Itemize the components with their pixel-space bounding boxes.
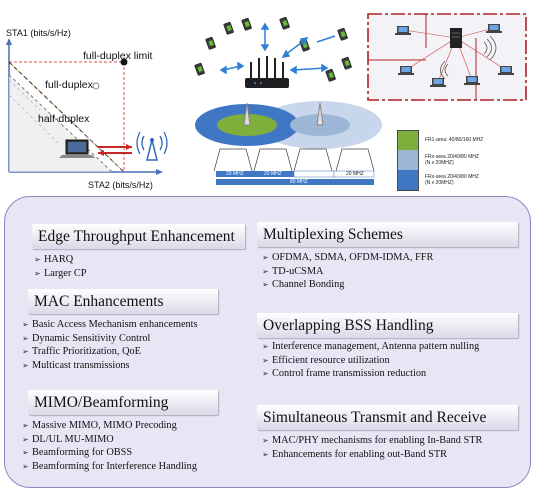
list-item: Enhancements for enabling out-Band STR xyxy=(262,448,524,462)
access-point-antenna-icon xyxy=(136,131,168,161)
list-item: DL/UL MU-MIMO xyxy=(22,433,257,447)
list-item: Channel Bonding xyxy=(262,278,522,292)
full-duplex-point xyxy=(92,82,100,90)
channel-bonding-diagram: 20 MHZ 20 MHZ 20 MHZ 80 MHZ xyxy=(212,145,382,195)
edge-throughput-list: HARQ Larger CP xyxy=(34,253,244,280)
server-icon xyxy=(450,28,462,48)
list-item: Beamforming for OBSS xyxy=(22,446,257,460)
section-title-mimo-beamforming: MIMO/Beamforming xyxy=(28,390,218,415)
multiplexing-list: OFDMA, SDMA, OFDM-IDMA, FFR TD-uCSMA Cha… xyxy=(262,251,522,292)
signal-arrows-icon xyxy=(219,22,336,75)
legend-swatch xyxy=(397,150,419,171)
legend-label: FRx-area 20/40/80 MHZ (N x 20MHZ) xyxy=(425,174,479,186)
capacity-region-chart: STA1 (bits/s/Hz) STA2 (bits/s/Hz) full-d… xyxy=(0,0,180,195)
legend-swatch xyxy=(397,170,419,191)
obss-handling-list: Interference management, Antenna pattern… xyxy=(262,340,497,381)
list-item: MAC/PHY mechanisms for enabling In-Band … xyxy=(262,434,524,448)
laptop-icon xyxy=(59,139,95,158)
y-axis-label: STA1 (bits/s/Hz) xyxy=(6,28,71,38)
list-item: Control frame transmission reduction xyxy=(262,367,497,381)
x-axis-label: STA2 (bits/s/Hz) xyxy=(88,180,153,190)
bidirectional-arrows-icon xyxy=(98,144,132,156)
full-duplex-limit-point xyxy=(120,58,128,66)
channel-segment-label: 20 MHZ xyxy=(264,171,282,177)
list-item: Multicast transmissions xyxy=(22,359,257,373)
list-item: TD-uCSMA xyxy=(262,265,522,279)
list-item: Dynamic Sensitivity Control xyxy=(22,332,257,346)
mimo-beamforming-list: Massive MIMO, MIMO Precoding DL/UL MU-MI… xyxy=(22,419,257,473)
list-item: Traffic Prioritization, QoE xyxy=(22,345,257,359)
coverage-areas-illustration xyxy=(192,95,392,155)
section-title-simultaneous-transmit-receive: Simultaneous Transmit and Receive xyxy=(257,405,518,430)
channel-masks xyxy=(213,148,375,172)
section-title-multiplexing: Multiplexing Schemes xyxy=(257,222,518,247)
section-title-obss-handling: Overlapping BSS Handling xyxy=(257,313,518,338)
list-item: Interference management, Antenna pattern… xyxy=(262,340,497,354)
floor-plan-illustration xyxy=(366,8,531,105)
list-item: Efficient resource utilization xyxy=(262,354,497,368)
channel-segment-label: 20 MHZ xyxy=(226,171,244,177)
section-title-edge-throughput: Edge Throughput Enhancement xyxy=(32,224,245,249)
phone-icons xyxy=(194,16,352,82)
list-item: Larger CP xyxy=(34,267,244,281)
list-item: Basic Access Mechanism enhancements xyxy=(22,318,257,332)
list-item: OFDMA, SDMA, OFDM-IDMA, FFR xyxy=(262,251,522,265)
wifi-wave-icons xyxy=(440,35,497,80)
half-duplex-label: half-duplex xyxy=(38,113,90,125)
list-item: Massive MIMO, MIMO Precoding xyxy=(22,419,257,433)
antenna-towers-icon xyxy=(243,102,324,126)
router-icon xyxy=(245,56,289,88)
legend-label: FR1-area: 40/80/160 MHZ xyxy=(425,137,484,143)
mac-enhancements-list: Basic Access Mechanism enhancements Dyna… xyxy=(22,318,257,372)
legend-swatch xyxy=(397,130,419,152)
channel-total-label: 80 MHZ xyxy=(290,179,308,185)
list-item: Beamforming for Interference Handling xyxy=(22,460,257,474)
full-duplex-limit-label: full-duplex limit xyxy=(83,50,153,62)
wireless-network-illustration xyxy=(185,0,365,100)
channel-segment-label: 20 MHZ xyxy=(346,171,364,177)
list-item: HARQ xyxy=(34,253,244,267)
coverage-legend: FR1-area: 40/80/160 MHZ FRx-area 20/40/8… xyxy=(397,130,532,192)
legend-label: FRx-area 20/40/80 MHZ (N x 20MHZ) xyxy=(425,154,479,166)
capacity-region-graphic xyxy=(6,38,168,175)
full-duplex-label: full-duplex xyxy=(45,79,93,91)
section-title-mac-enhancements: MAC Enhancements xyxy=(28,289,218,314)
str-list: MAC/PHY mechanisms for enabling In-Band … xyxy=(262,434,524,461)
